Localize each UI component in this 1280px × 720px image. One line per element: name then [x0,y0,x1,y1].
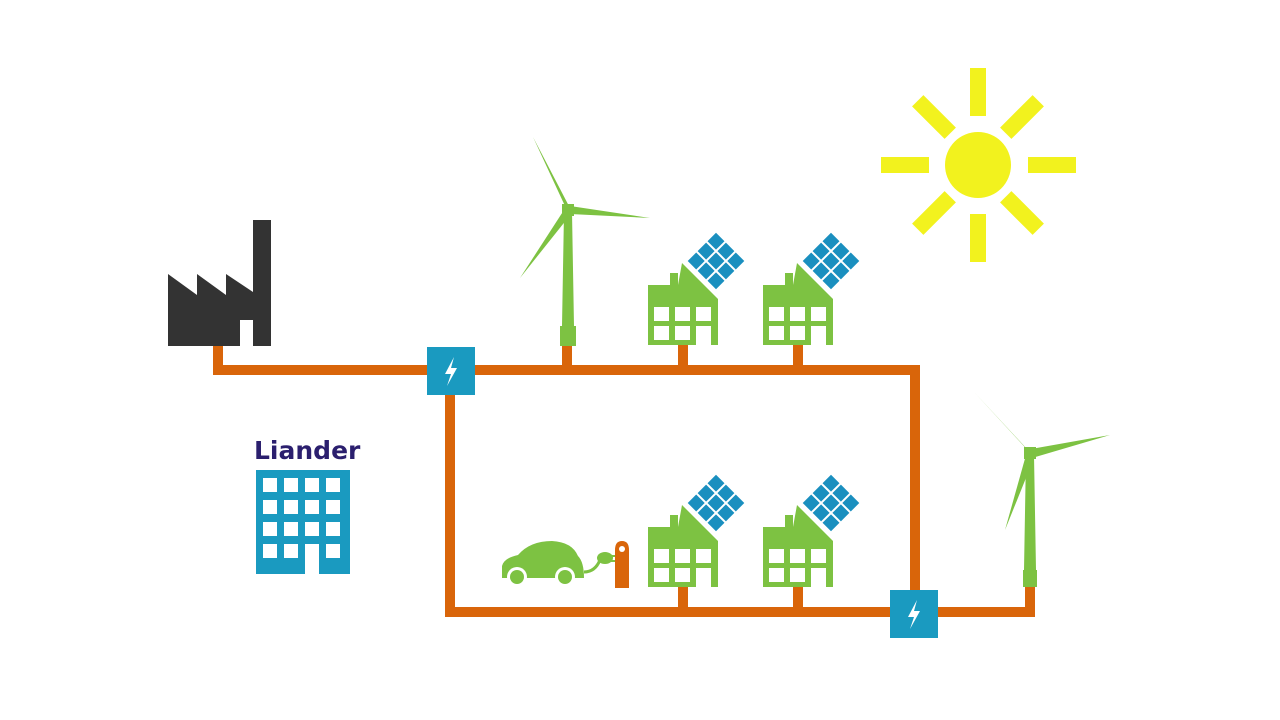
house-solar-icon [763,474,860,587]
wind-turbine-icon [520,137,650,346]
electric-car-icon [502,541,616,587]
substation-bolt-icon [890,590,938,638]
substation-bolt-icon [427,347,475,395]
charging-station-icon [615,541,629,588]
house-solar-icon [648,474,745,587]
house-solar-icon [763,232,860,345]
house-solar-icon [648,232,745,345]
sun-icon [881,68,1076,262]
wind-turbine-icon [975,393,1110,587]
liander-logo: Liander [254,436,361,465]
factory-icon [168,220,271,346]
office-building-icon [256,470,350,574]
power-lines [213,343,1035,617]
